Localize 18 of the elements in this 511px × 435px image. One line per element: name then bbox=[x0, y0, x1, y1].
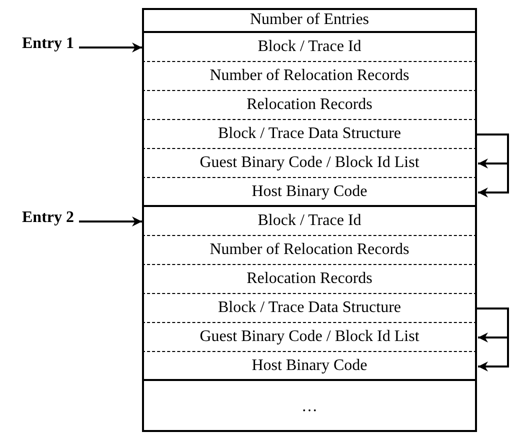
row-label: Block / Trace Id bbox=[258, 38, 362, 56]
row-label: Relocation Records bbox=[246, 270, 372, 288]
entry-label: Entry 1 bbox=[22, 35, 74, 53]
row-label: Block / Trace Data Structure bbox=[218, 125, 402, 143]
entry-label: Entry 2 bbox=[22, 209, 74, 227]
row-label: Host Binary Code bbox=[252, 182, 368, 200]
row-label: Relocation Records bbox=[246, 96, 372, 114]
row-label: Guest Binary Code / Block Id List bbox=[200, 328, 420, 346]
row-label: Block / Trace Id bbox=[258, 212, 362, 230]
row-label: Host Binary Code bbox=[252, 356, 368, 374]
arrow bbox=[79, 42, 142, 52]
row-label: Number of Entries bbox=[250, 10, 370, 28]
row-label: Number of Relocation Records bbox=[210, 67, 410, 85]
row-label: Guest Binary Code / Block Id List bbox=[200, 154, 420, 172]
row-label: Block / Trace Data Structure bbox=[218, 299, 402, 317]
row-label: Number of Relocation Records bbox=[210, 241, 410, 259]
arrow bbox=[79, 216, 142, 226]
row-label: … bbox=[302, 398, 318, 416]
